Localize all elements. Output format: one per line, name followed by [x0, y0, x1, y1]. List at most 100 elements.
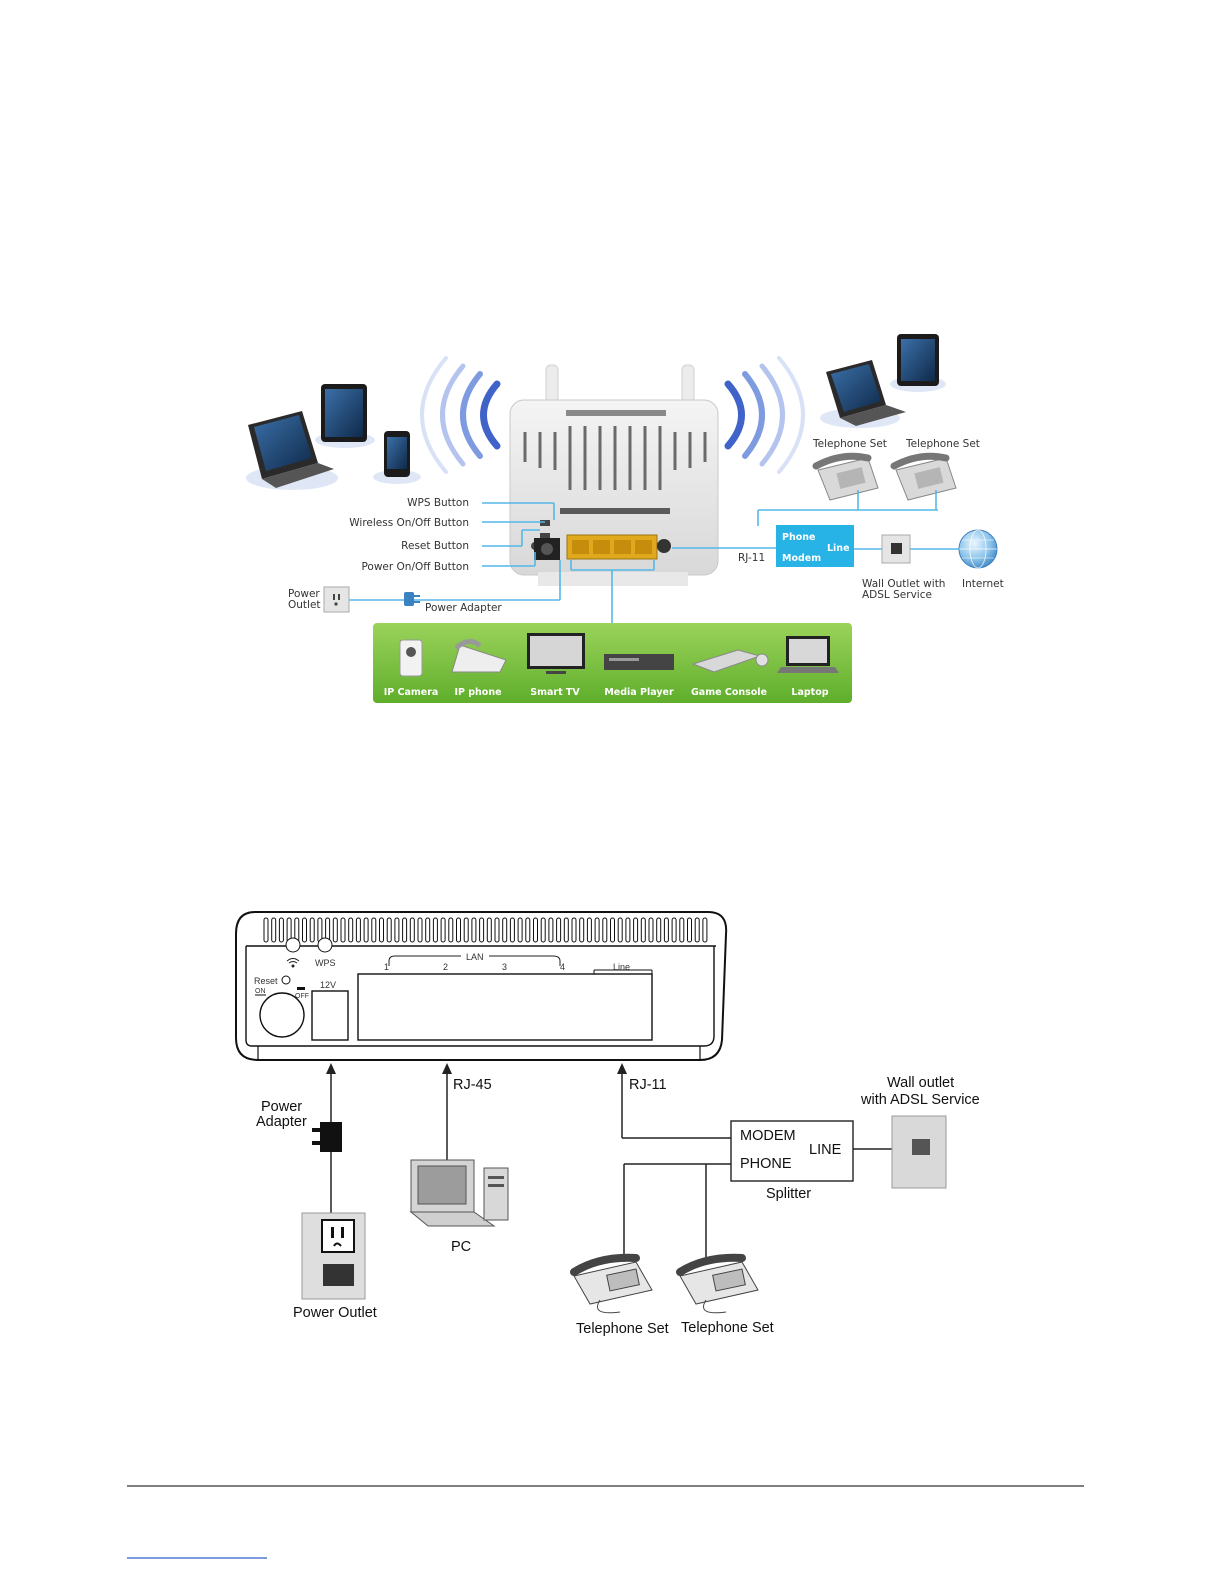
on-label: ON: [255, 988, 266, 995]
vent-slot: [479, 917, 485, 943]
vent-slot: [594, 917, 600, 943]
laptop-small-icon: [777, 636, 839, 673]
telephone-set-label-2: Telephone Set: [905, 438, 980, 450]
media-player-icon: [604, 654, 674, 670]
vent-slot: [625, 917, 631, 943]
vent-slot: [679, 917, 685, 943]
vent-slot: [440, 917, 446, 943]
vent-slot: [586, 917, 592, 943]
telephone-set-icon: [570, 1253, 653, 1314]
vent-slot: [702, 917, 708, 943]
vent-slot: [571, 917, 577, 943]
vent-slot: [402, 917, 408, 943]
wifi-waves-left-icon: [420, 356, 501, 474]
vent-slot: [633, 917, 639, 943]
modem-label: MODEM: [740, 1128, 796, 1144]
telephone-set-label-2a: Telephone Set: [576, 1321, 669, 1337]
vent-slot: [263, 917, 269, 943]
vent-slot: [579, 917, 585, 943]
vent-slot: [371, 917, 377, 943]
diagram-2: WPS LAN 1 2 3 4 Line Reset ON OFF 12V: [235, 911, 980, 1337]
vent-slot: [386, 917, 392, 943]
power-button-label: Power On/Off Button: [361, 561, 469, 573]
router-icon: [509, 364, 719, 586]
vent-slot: [471, 917, 477, 943]
power-adapter-icon: [404, 592, 420, 606]
wall-outlet-label-2b: with ADSL Service: [860, 1092, 980, 1108]
vent-slot: [610, 917, 615, 943]
vent-slot: [448, 917, 454, 943]
vent-slot: [379, 917, 384, 943]
wall-outlet-label-1: Wall Outlet with: [862, 578, 945, 590]
vent-slot: [663, 917, 669, 943]
vent-slot: [309, 917, 315, 943]
power-outlet-label: Power Outlet: [293, 1305, 377, 1321]
router-back-panel: WPS LAN 1 2 3 4 Line Reset ON OFF 12V: [235, 911, 728, 1061]
telephone-set-label-2b: Telephone Set: [681, 1320, 774, 1336]
ip-camera-icon: [399, 639, 423, 677]
vent-slot: [355, 917, 361, 943]
device-label: Smart TV: [530, 687, 580, 698]
power-adapter-label-1: Power: [261, 1099, 302, 1115]
smart-tv-icon: [527, 633, 585, 674]
vent-slot: [432, 917, 438, 943]
vent-slot: [509, 917, 515, 943]
vent-slot: [502, 917, 508, 943]
connector-lines: [349, 490, 962, 624]
connection-arrows: [326, 1063, 892, 1262]
tablet-icon: [315, 384, 375, 448]
vent-slot: [417, 917, 423, 943]
vent-slot: [340, 917, 346, 943]
lan-port-1-label: 1: [384, 962, 389, 972]
lan-port-3-label: 3: [502, 962, 507, 972]
vent-slot: [271, 917, 277, 943]
wps-label: WPS: [315, 958, 336, 968]
vent-slot: [302, 917, 307, 943]
vent-slot: [463, 917, 469, 943]
ip-phone-icon: [451, 639, 507, 673]
vent-slot: [548, 917, 554, 943]
globe-icon: [958, 529, 998, 569]
power-outlet-label-1: Power: [288, 588, 320, 600]
vent-slot: [332, 917, 338, 943]
internet-label: Internet: [962, 578, 1004, 590]
vent-slot: [456, 917, 461, 943]
pc-icon: [409, 1159, 509, 1227]
pc-label: PC: [451, 1239, 471, 1255]
wireless-button-label: Wireless On/Off Button: [349, 517, 469, 529]
vent-slot: [425, 917, 431, 943]
vent-slot: [648, 917, 654, 943]
device-label: IP phone: [454, 687, 501, 698]
splitter-box: Phone Modem Line: [776, 525, 854, 567]
vent-slot: [640, 917, 646, 943]
lan-label: LAN: [466, 952, 484, 962]
vent-slot: [540, 917, 546, 943]
wall-outlet-label-2: ADSL Service: [862, 589, 932, 601]
vent-slot: [617, 917, 623, 943]
wall-outlet-2-icon: [891, 1115, 947, 1189]
vent-slot: [687, 917, 692, 943]
vent-slot: [348, 917, 354, 943]
power-outlet-label-2: Outlet: [288, 599, 321, 611]
telephone-set-2-icon: [676, 1253, 759, 1314]
vent-slot: [278, 917, 284, 943]
vent-slot: [671, 917, 677, 943]
device-label: Laptop: [791, 687, 828, 698]
vent-slot: [556, 917, 562, 943]
wps-button-label: WPS Button: [407, 497, 469, 509]
vent-slot: [602, 917, 608, 943]
device-label: Media Player: [604, 687, 674, 698]
phone-label: PHONE: [740, 1156, 792, 1172]
vent-slot: [363, 917, 369, 943]
reset-label: Reset: [254, 976, 278, 986]
power-plug-icon: [312, 1122, 342, 1152]
wifi-waves-right-icon: [724, 356, 805, 474]
splitter-line-label: Line: [827, 543, 850, 554]
power-adapter-label-2: Adapter: [256, 1114, 307, 1130]
device-label: Game Console: [691, 687, 767, 698]
tablet-right-icon: [890, 334, 946, 392]
rj45-label: RJ-45: [453, 1077, 492, 1093]
